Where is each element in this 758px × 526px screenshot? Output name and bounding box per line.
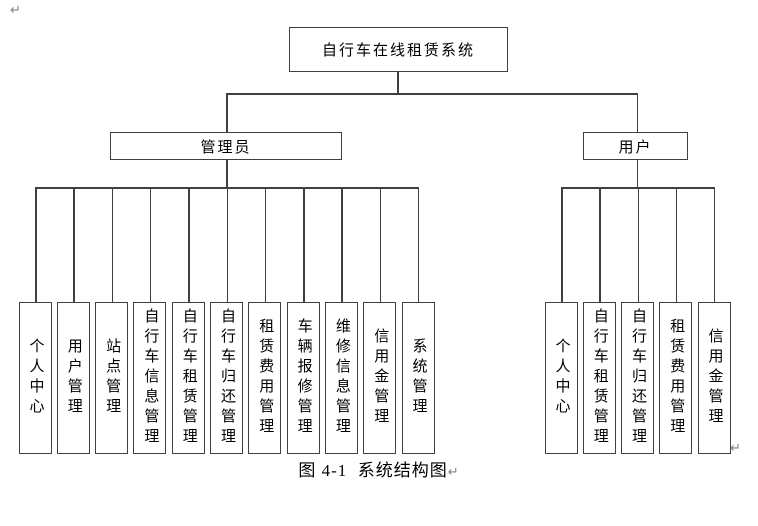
leaf-node: 自行车信息管理	[133, 302, 167, 454]
connector-line	[35, 187, 37, 302]
connector-line	[417, 187, 419, 302]
leaf-node: 信用金管理	[697, 302, 731, 454]
connector-line	[637, 187, 639, 302]
leaf-node: 自行车租赁管理	[171, 302, 205, 454]
paragraph-mark-icon: ↵	[730, 441, 741, 456]
leaf-node: 个人中心	[544, 302, 578, 454]
leaf-node: 维修信息管理	[324, 302, 358, 454]
paragraph-mark-icon: ↵	[447, 465, 460, 480]
paragraph-mark-icon: ↵	[10, 3, 21, 18]
leaf-node: 租赁费用管理	[248, 302, 282, 454]
connector-line	[73, 187, 75, 302]
leaf-node: 自行车归还管理	[621, 302, 654, 454]
connector-line	[713, 187, 715, 302]
node-admin-label: 管理员	[200, 139, 252, 156]
figure-caption-text: 图 4-1 系统结构图	[298, 461, 448, 480]
connector-line	[188, 187, 190, 302]
node-root: 自行车在线租赁系统	[289, 27, 508, 72]
leaf-node: 个人中心	[18, 302, 52, 454]
node-user-label: 用户	[618, 139, 653, 156]
connector-line	[111, 187, 114, 302]
leaf-node: 用户管理	[56, 302, 90, 454]
connector-line	[379, 187, 382, 302]
leaf-node: 信用金管理	[363, 302, 397, 454]
leaf-node: 自行车归还管理	[210, 302, 243, 454]
connector-line	[226, 187, 228, 302]
node-admin: 管理员	[110, 132, 342, 160]
connector-line	[397, 72, 399, 93]
node-root-label: 自行车在线租赁系统	[321, 43, 475, 59]
leaf-node: 自行车租赁管理	[582, 302, 616, 454]
connector-line	[226, 93, 228, 132]
connector-line	[149, 187, 152, 302]
connector-line	[561, 187, 563, 302]
leaf-node: 站点管理	[95, 302, 129, 454]
connector-line	[636, 160, 638, 187]
connector-line	[675, 187, 678, 302]
figure-caption: 图 4-1 系统结构图↵	[0, 456, 758, 481]
connector-line	[636, 93, 638, 132]
node-user: 用户	[583, 132, 688, 160]
connector-line	[303, 187, 305, 302]
connector-line	[341, 187, 343, 302]
leaf-node: 租赁费用管理	[659, 302, 693, 454]
connector-line	[226, 93, 638, 95]
connector-line	[599, 187, 601, 302]
leaf-node: 系统管理	[401, 302, 435, 454]
leaf-node: 车辆报修管理	[286, 302, 320, 454]
connector-line	[226, 160, 228, 187]
connector-line	[264, 187, 267, 302]
